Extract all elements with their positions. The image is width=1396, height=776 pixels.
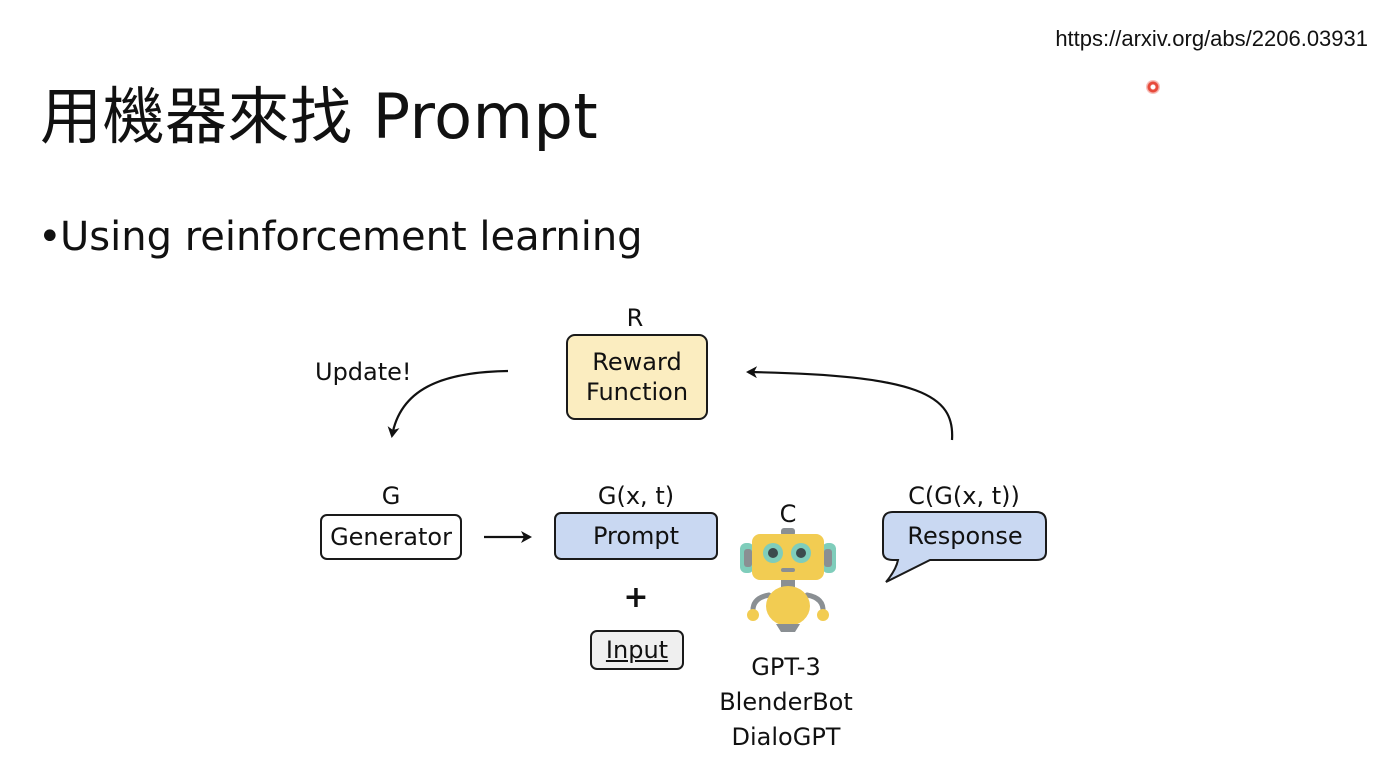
response-bubble [882, 511, 1047, 583]
prompt-label: Prompt [592, 522, 680, 550]
reward-function-box: Reward Function [566, 334, 708, 420]
prompt-symbol: G(x, t) [597, 482, 675, 510]
laser-pointer-dot [1146, 80, 1160, 94]
update-arrow [387, 369, 509, 438]
slide-title: 用機器來找 Prompt [40, 80, 599, 153]
plus-sign: + [623, 580, 649, 615]
model-name: GPT-3 [751, 653, 821, 681]
generator-symbol: G [381, 482, 401, 510]
reward-line-2: Function [585, 378, 689, 406]
response-symbol: C(G(x, t)) [908, 482, 1020, 510]
prompt-box: Prompt [554, 512, 718, 560]
bullet-text: Using reinforcement learning [60, 214, 643, 260]
source-url[interactable]: https://arxiv.org/abs/2206.03931 [1055, 26, 1368, 51]
generator-label: Generator [330, 523, 452, 551]
generator-box: Generator [320, 514, 462, 560]
reward-symbol: R [626, 304, 644, 332]
response-label: Response [907, 522, 1023, 550]
input-label: Input [605, 636, 669, 664]
chatbot-symbol: C [779, 500, 797, 528]
reward-line-1: Reward [592, 348, 682, 376]
model-name: DialoGPT [731, 723, 841, 751]
model-name: BlenderBot [719, 688, 853, 716]
feedback-arrow [746, 366, 954, 441]
input-box: Input [590, 630, 684, 670]
chatbot-models: GPT-3 BlenderBot DialoGPT [706, 650, 866, 755]
bullet-item: •Using reinforcement learning [38, 214, 643, 260]
bullet-icon: • [38, 214, 62, 260]
robot-icon [740, 528, 836, 632]
update-label: Update! [315, 358, 412, 386]
